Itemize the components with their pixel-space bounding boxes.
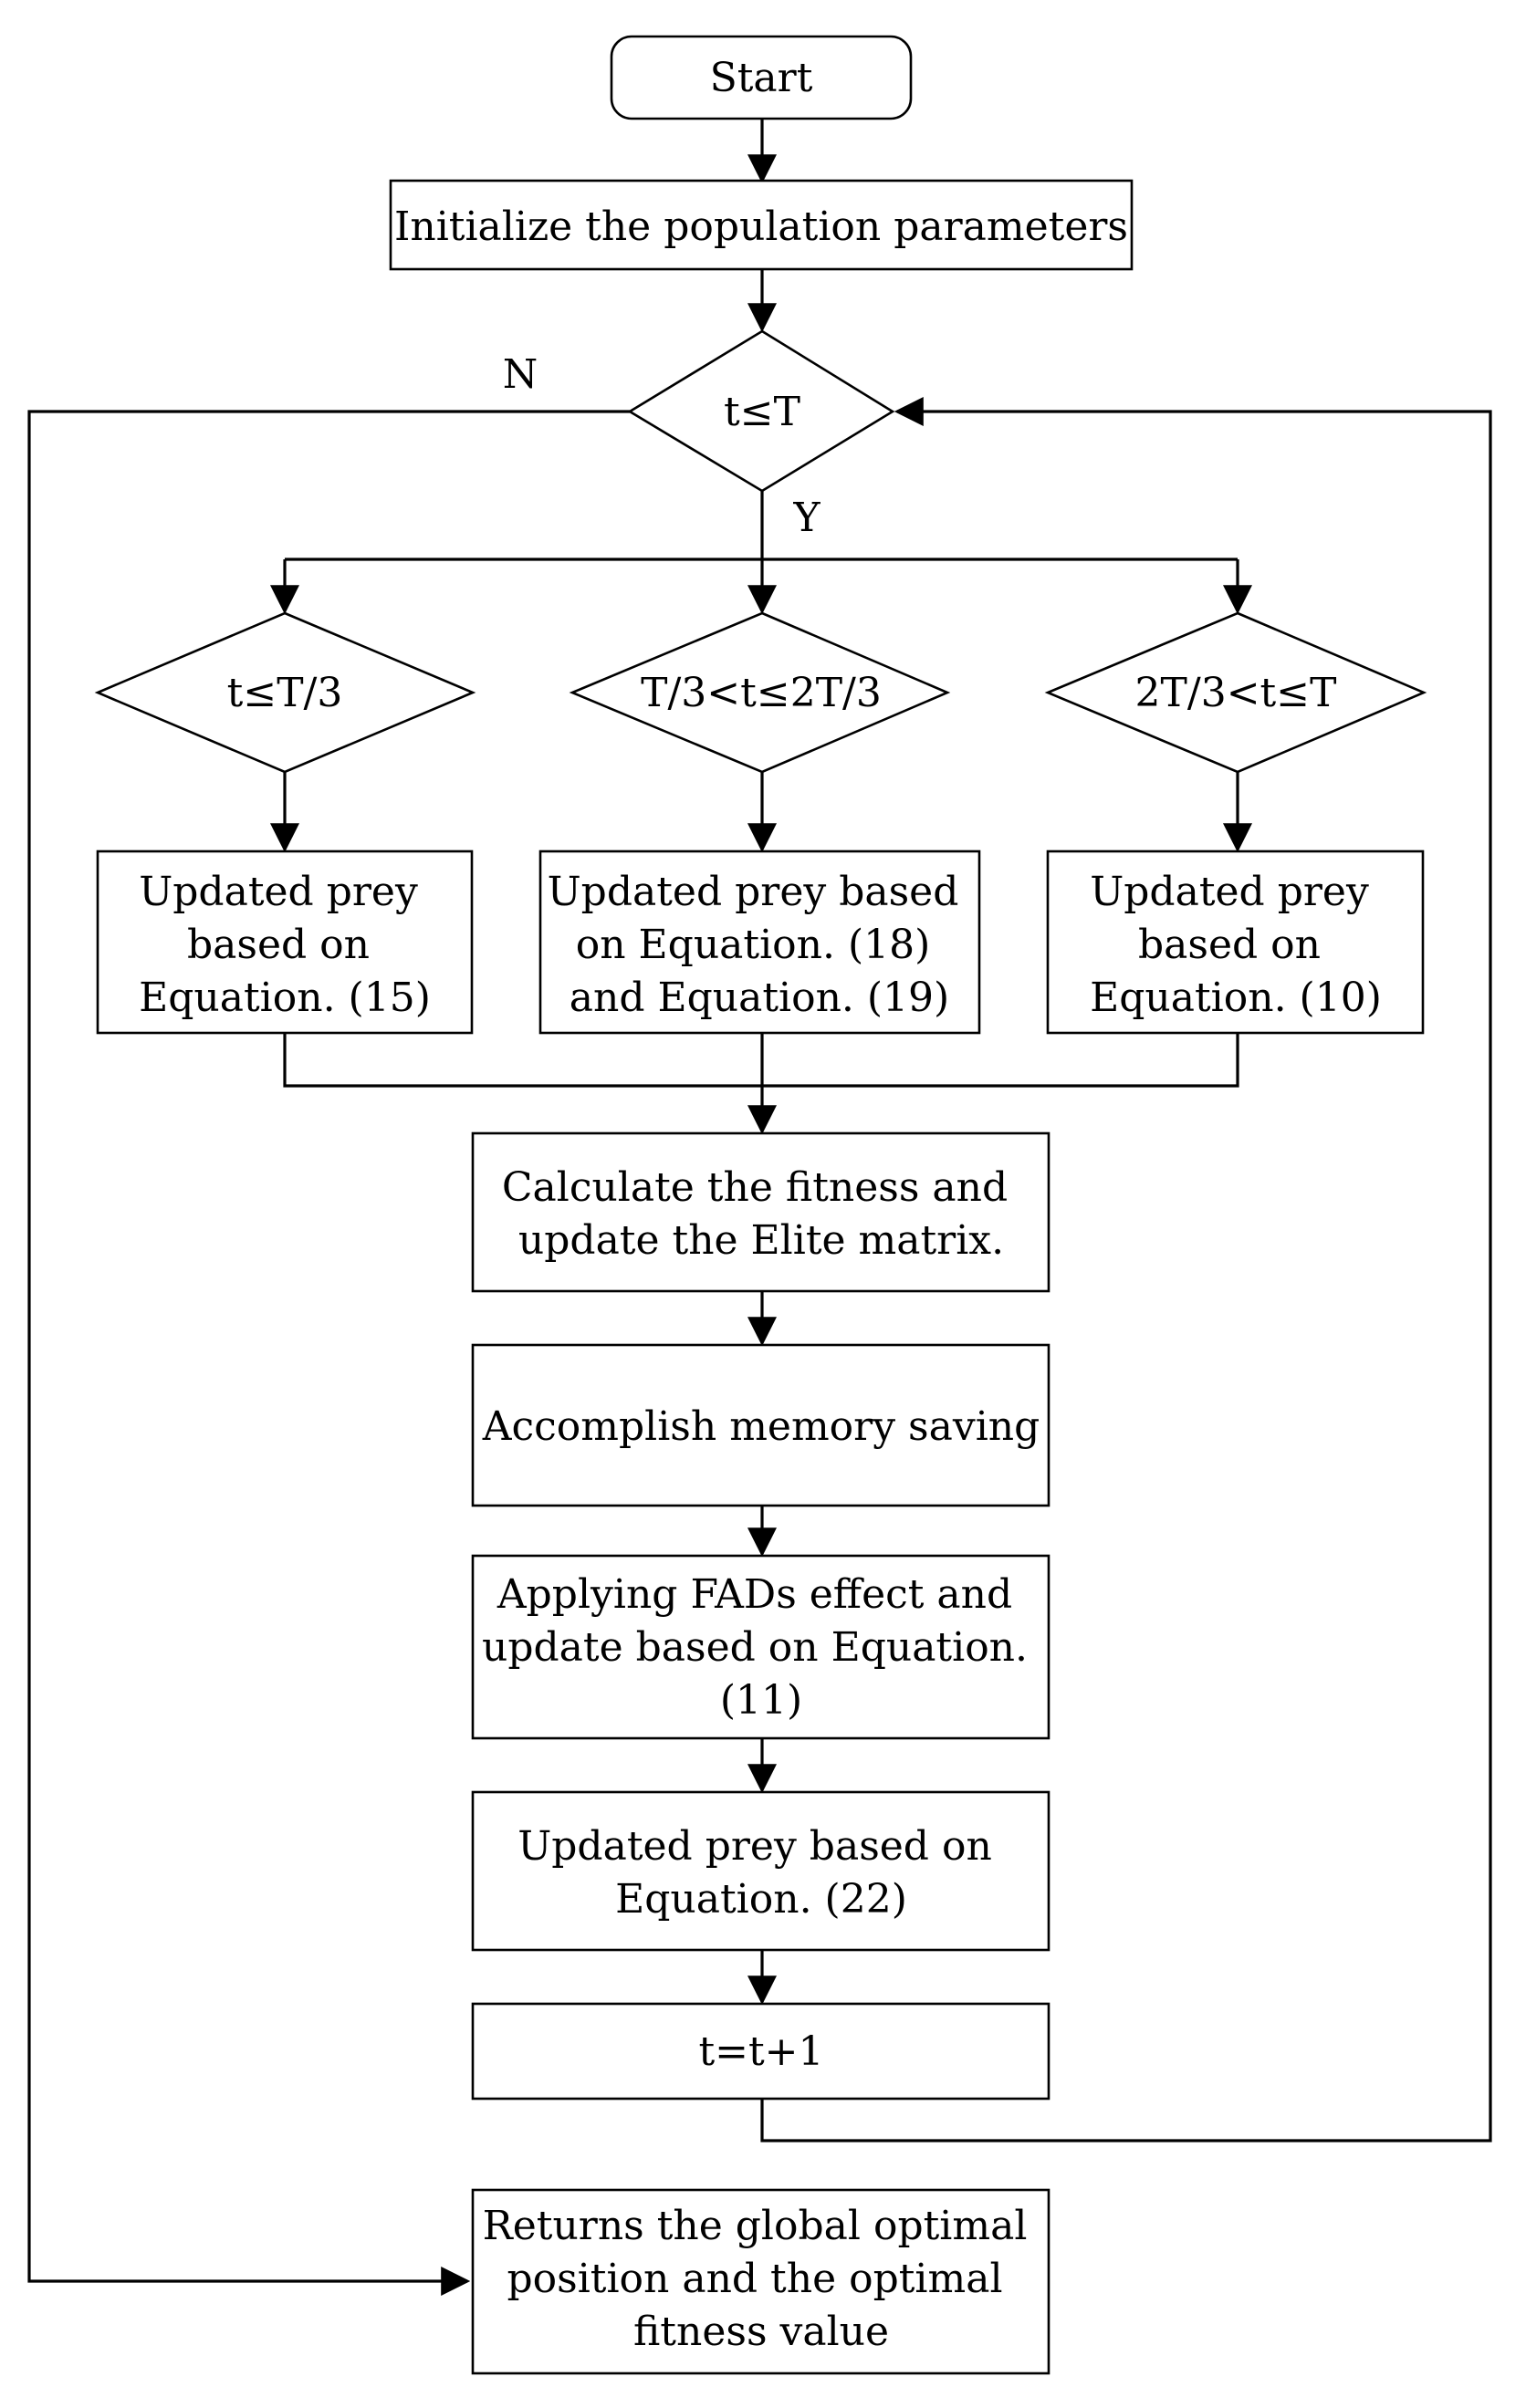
svg-text:Updated prey based on: Updated prey based on Equation. (15) [139,869,431,1021]
branch2-update-line2: on Equation. (18) [576,922,931,968]
branch2-condition-node: T/3<t≤2T/3 [569,611,951,774]
fitness-node: Calculate the fitness and update the Eli… [471,1131,1050,1293]
result-line1: Returns the global optimal [483,2203,1028,2249]
memory-label: Accomplish memory saving [482,1403,1040,1450]
svg-text:Returns the global optimal: Returns the global optimal position and … [483,2203,1040,2355]
fads-line1: Applying FADs effect and [496,1571,1012,1618]
update-prey-node: Updated prey based on Equation. (22) [471,1790,1050,1952]
branch2-update-node: Updated prey based on Equation. (18) and… [538,850,981,1035]
svg-text:Calculate the fitness and: Calculate the fitness and update the Eli… [502,1164,1020,1264]
svg-text:Updated prey based on: Updated prey based on Equation. (10) [1090,869,1382,1021]
init-node: Initialize the population parameters [389,179,1134,271]
result-line3: fitness value [633,2309,889,2355]
branch3-condition-node: 2T/3<t≤T [1044,611,1427,774]
svg-text:Updated prey based on Eq: Updated prey based on Equation. (18) and… [548,869,972,1021]
branch3-condition-label: 2T/3<t≤T [1135,670,1337,716]
branch1-update-node: Updated prey based on Equation. (15) [96,850,474,1035]
branch2-update-line1: Updated prey based [548,869,959,915]
branch3-update-node: Updated prey based on Equation. (10) [1046,850,1425,1035]
init-label: Initialize the population parameters [394,203,1128,250]
branch3-update-line1: Updated prey [1090,869,1369,915]
memory-node: Accomplish memory saving [471,1343,1050,1507]
result-node: Returns the global optimal position and … [471,2188,1050,2375]
connectors [27,119,1492,2296]
arrow-increment-loop-back [760,397,1492,2142]
branch1-condition-label: t≤T/3 [227,670,343,716]
increment-node: t=t+1 [471,2002,1050,2100]
edge-label-yes: Y [792,495,820,541]
fads-line2: update based on Equation. [482,1624,1028,1671]
branch1-update-line2: based on [187,922,370,968]
loop-condition-node: t≤T [627,329,895,493]
fitness-line2: update the Elite matrix. [518,1217,1004,1264]
result-line2: position and the optimal [507,2256,1002,2302]
branch1-condition-node: t≤T/3 [94,611,476,774]
branch1-update-line3: Equation. (15) [139,975,431,1021]
increment-label: t=t+1 [698,2028,823,2075]
branch2-update-line3: and Equation. (19) [570,975,949,1021]
arrow-loop-no-to-result [27,410,630,2296]
svg-text:Applying FADs effect and: Applying FADs effect and update based on… [482,1571,1040,1724]
edge-label-no: N [503,351,538,398]
start-label: Start [710,55,813,101]
start-node: Start [610,35,913,120]
branch1-update-line1: Updated prey [139,869,418,915]
branch3-update-line2: based on [1138,922,1321,968]
svg-text:Updated prey based on Eq: Updated prey based on Equation. (22) [517,1823,1005,1923]
loop-condition-label: t≤T [724,389,800,435]
update-prey-line2: Equation. (22) [615,1876,907,1923]
branch2-condition-label: T/3<t≤2T/3 [641,670,882,716]
update-prey-line1: Updated prey based on [517,1823,992,1870]
fads-node: Applying FADs effect and update based on… [471,1554,1050,1740]
fads-line3: (11) [720,1677,802,1724]
branch3-update-line3: Equation. (10) [1090,975,1382,1021]
fitness-line1: Calculate the fitness and [502,1164,1008,1211]
